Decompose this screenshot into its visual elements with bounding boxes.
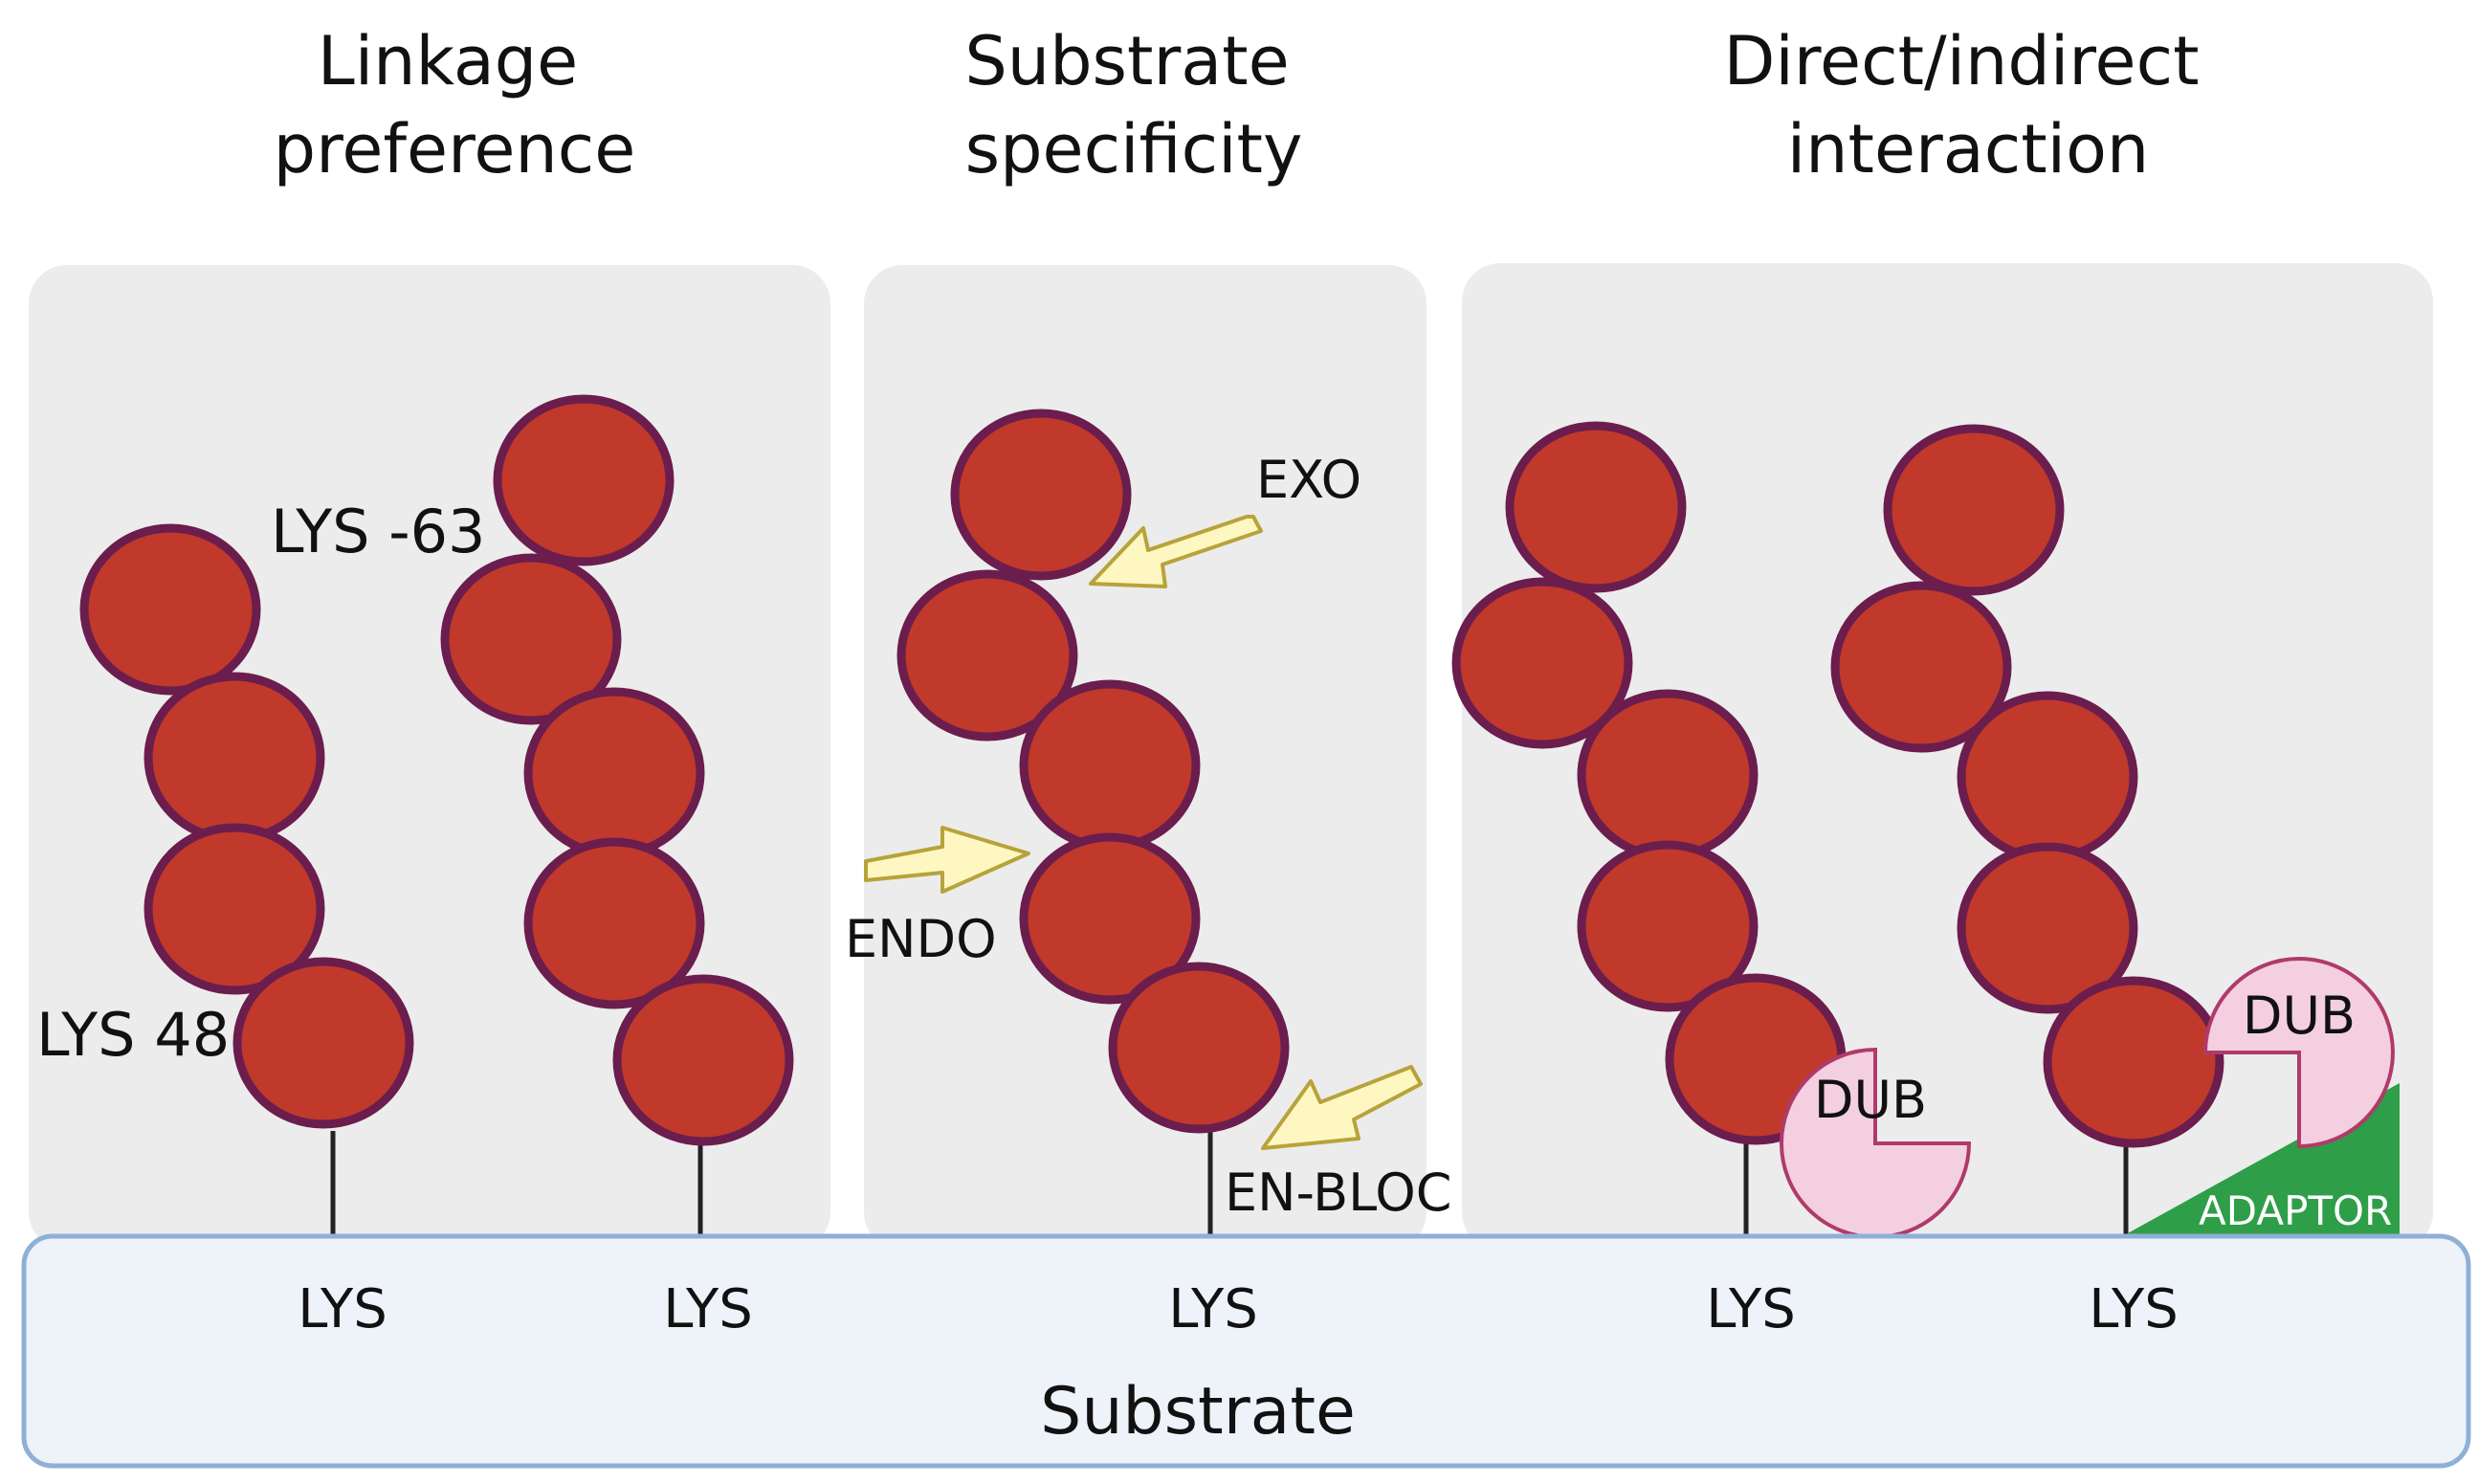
substrate-lys-3: LYS [1168,1278,1258,1340]
substrate-label: Substrate [1040,1374,1356,1450]
heading-interaction-line1: Direct/indirect [1723,22,2199,100]
ubiquitin-bead [612,974,794,1146]
dub-indirect-label: DUB [2243,986,2356,1046]
ubiquitin-bead [1505,421,1687,593]
adaptor-label: ADAPTOR [2199,1187,2392,1234]
ubiquitin-bead [523,687,705,859]
enbloc-label: EN-BLOC [1225,1163,1452,1223]
heading-substrate-line1: Substrate [964,22,1289,100]
substrate-lys-5: LYS [2089,1278,2179,1340]
ubiquitin-bead [2043,976,2224,1148]
linker-lines [330,1121,2129,1236]
dub-direct-label: DUB [1814,1070,1927,1130]
ubiquitin-chain-direct [1451,421,1847,1145]
ubiquitin-chain-specificity [896,409,1290,1134]
lys63-label: LYS -63 [271,497,486,566]
heading-linkage-line1: Linkage [318,22,579,100]
ubiquitin-bead [144,672,325,844]
ubiquitin-bead [1019,679,1201,852]
ubiquitin-bead [1451,577,1633,749]
heading-interaction-line2: interaction [1787,110,2150,188]
ubiquitin-bead [896,569,1078,742]
endo-label: ENDO [845,909,997,969]
dub-indirect-icon [2202,957,2395,1149]
substrate-lys-1: LYS [298,1278,387,1340]
ubiquitin-bead [950,409,1132,581]
ubiquitin-bead [1957,842,2138,1014]
ubiquitin-bead [440,553,622,725]
substrate-lys-2: LYS [663,1278,753,1340]
exo-label: EXO [1256,450,1361,510]
heading-linkage-line2: preference [274,110,636,188]
exo-arrow-icon [1089,515,1263,588]
dub-direct-icon [1780,1047,1972,1239]
ubiquitin-bead [1577,840,1759,1012]
ubiquitin-bead [79,523,261,696]
ubiquitin-bead [1830,581,2012,753]
ubiquitin-bead [1883,424,2065,596]
ubiquitin-bead [144,823,325,995]
ubiquitin-bead [493,394,675,566]
endo-arrow-icon [864,826,1030,894]
substrate-bar [21,1233,2471,1469]
ubiquitin-bead [1108,962,1290,1134]
heading-substrate-line2: specificity [965,110,1303,188]
ubiquitin-chain-lys63 [440,394,794,1146]
ubiquitin-bead [1019,832,1201,1005]
substrate-lys-4: LYS [1706,1278,1796,1340]
enbloc-arrow-icon [1261,1065,1423,1150]
ubiquitin-chain-lys48 [79,523,414,1129]
ubiquitin-bead [1577,689,1759,861]
ubiquitin-bead [1957,691,2138,863]
ubiquitin-bead [523,837,705,1009]
lys48-label: LYS 48 [36,1000,230,1070]
ubiquitin-bead [232,957,414,1129]
cleavage-arrows [864,515,1423,1150]
ubiquitin-chain-indirect [1830,424,2224,1148]
